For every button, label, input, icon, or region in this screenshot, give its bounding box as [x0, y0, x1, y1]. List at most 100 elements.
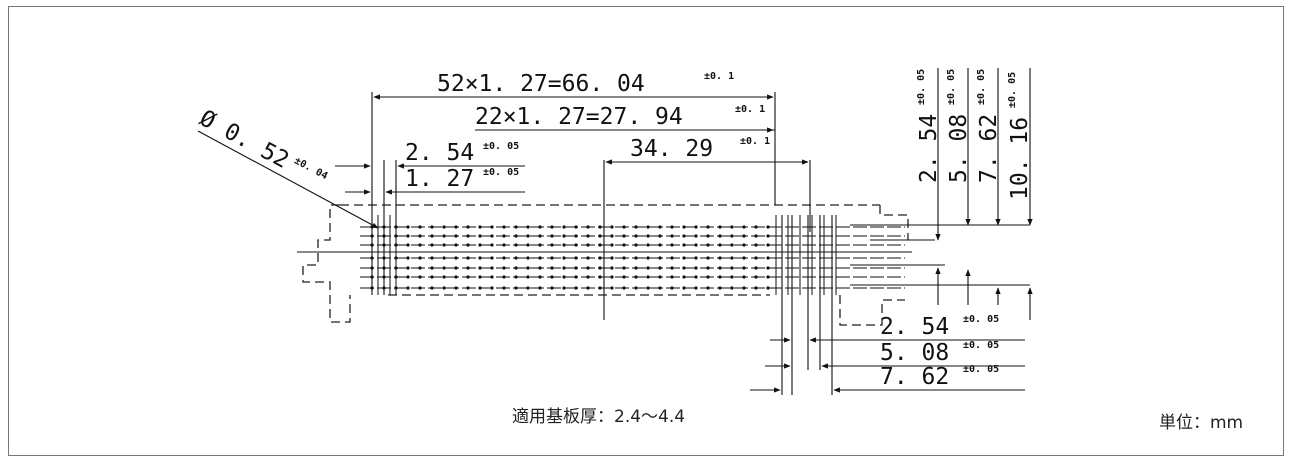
hole [718, 256, 722, 260]
hole [730, 225, 734, 229]
hole [418, 266, 422, 270]
hole [754, 256, 758, 260]
hole [622, 243, 626, 247]
hole [562, 225, 566, 229]
hole [478, 275, 482, 279]
hole [646, 266, 650, 270]
hole [682, 225, 686, 229]
hole [406, 225, 410, 229]
hole [538, 243, 542, 247]
svg-text:±0. 05: ±0. 05 [483, 141, 519, 152]
hole [502, 234, 506, 238]
hole [706, 243, 710, 247]
svg-text:±0. 05: ±0. 05 [1007, 72, 1018, 108]
dim-overall: 52×1. 27=66. 04 ±0. 1 [437, 71, 734, 97]
hole [454, 225, 458, 229]
svg-text:10. 16: 10. 16 [1007, 117, 1033, 200]
hole [694, 243, 698, 247]
hole [622, 225, 626, 229]
hole [646, 286, 650, 290]
hole [670, 256, 674, 260]
hole [478, 225, 482, 229]
hole [598, 266, 602, 270]
hole [730, 256, 734, 260]
hole [478, 266, 482, 270]
hole [754, 243, 758, 247]
hole [478, 286, 482, 290]
hole [430, 243, 434, 247]
hole [562, 243, 566, 247]
hole [586, 266, 590, 270]
hole [610, 243, 614, 247]
svg-text:±0. 05: ±0. 05 [916, 69, 927, 105]
hole [490, 256, 494, 260]
hole [610, 275, 614, 279]
hole [550, 256, 554, 260]
hole [742, 286, 746, 290]
hole [742, 243, 746, 247]
hole [442, 275, 446, 279]
hole [646, 275, 650, 279]
hole [430, 266, 434, 270]
hole [754, 286, 758, 290]
hole [454, 266, 458, 270]
hole [622, 234, 626, 238]
dim-v-2-54: 2. 54 ±0. 05 [916, 69, 942, 183]
hole [526, 286, 530, 290]
hole [766, 275, 770, 279]
hole [442, 256, 446, 260]
hole [406, 234, 410, 238]
hole [538, 266, 542, 270]
hole-grid [360, 215, 905, 295]
hole [574, 234, 578, 238]
hole [502, 225, 506, 229]
svg-text:±0. 1: ±0. 1 [740, 136, 770, 147]
hole [406, 286, 410, 290]
hole [430, 225, 434, 229]
hole [634, 243, 638, 247]
dim-pitch-2-54: 2. 54 ±0. 05 [405, 140, 519, 166]
hole [562, 256, 566, 260]
svg-text:±0. 1: ±0. 1 [735, 104, 765, 115]
svg-text:2. 54: 2. 54 [916, 114, 942, 183]
hole [454, 275, 458, 279]
hole [442, 243, 446, 247]
hole [694, 266, 698, 270]
hole [730, 234, 734, 238]
hole [442, 286, 446, 290]
hole [706, 266, 710, 270]
hole [610, 225, 614, 229]
hole [706, 225, 710, 229]
hole [670, 286, 674, 290]
svg-text:1. 27: 1. 27 [405, 166, 474, 192]
hole [526, 266, 530, 270]
hole [478, 234, 482, 238]
hole [730, 266, 734, 270]
dim-offset: 34. 29 ±0. 1 [630, 136, 770, 162]
hole [574, 266, 578, 270]
hole [634, 225, 638, 229]
svg-text:±0. 05: ±0. 05 [963, 340, 999, 351]
dim-b-2-54: 2. 54 ±0. 05 [880, 314, 999, 340]
hole [526, 243, 530, 247]
hole [466, 256, 470, 260]
hole [598, 286, 602, 290]
hole [406, 256, 410, 260]
hole [658, 225, 662, 229]
hole [658, 286, 662, 290]
hole [670, 266, 674, 270]
hole [634, 256, 638, 260]
svg-text:5. 08: 5. 08 [946, 114, 972, 183]
hole [610, 256, 614, 260]
hole [502, 275, 506, 279]
hole [466, 286, 470, 290]
svg-text:±0. 1: ±0. 1 [704, 71, 734, 82]
hole [430, 286, 434, 290]
hole [586, 256, 590, 260]
hole [538, 256, 542, 260]
svg-text:±0. 05: ±0. 05 [963, 314, 999, 325]
hole [718, 266, 722, 270]
hole [742, 256, 746, 260]
hole [766, 243, 770, 247]
hole [454, 286, 458, 290]
